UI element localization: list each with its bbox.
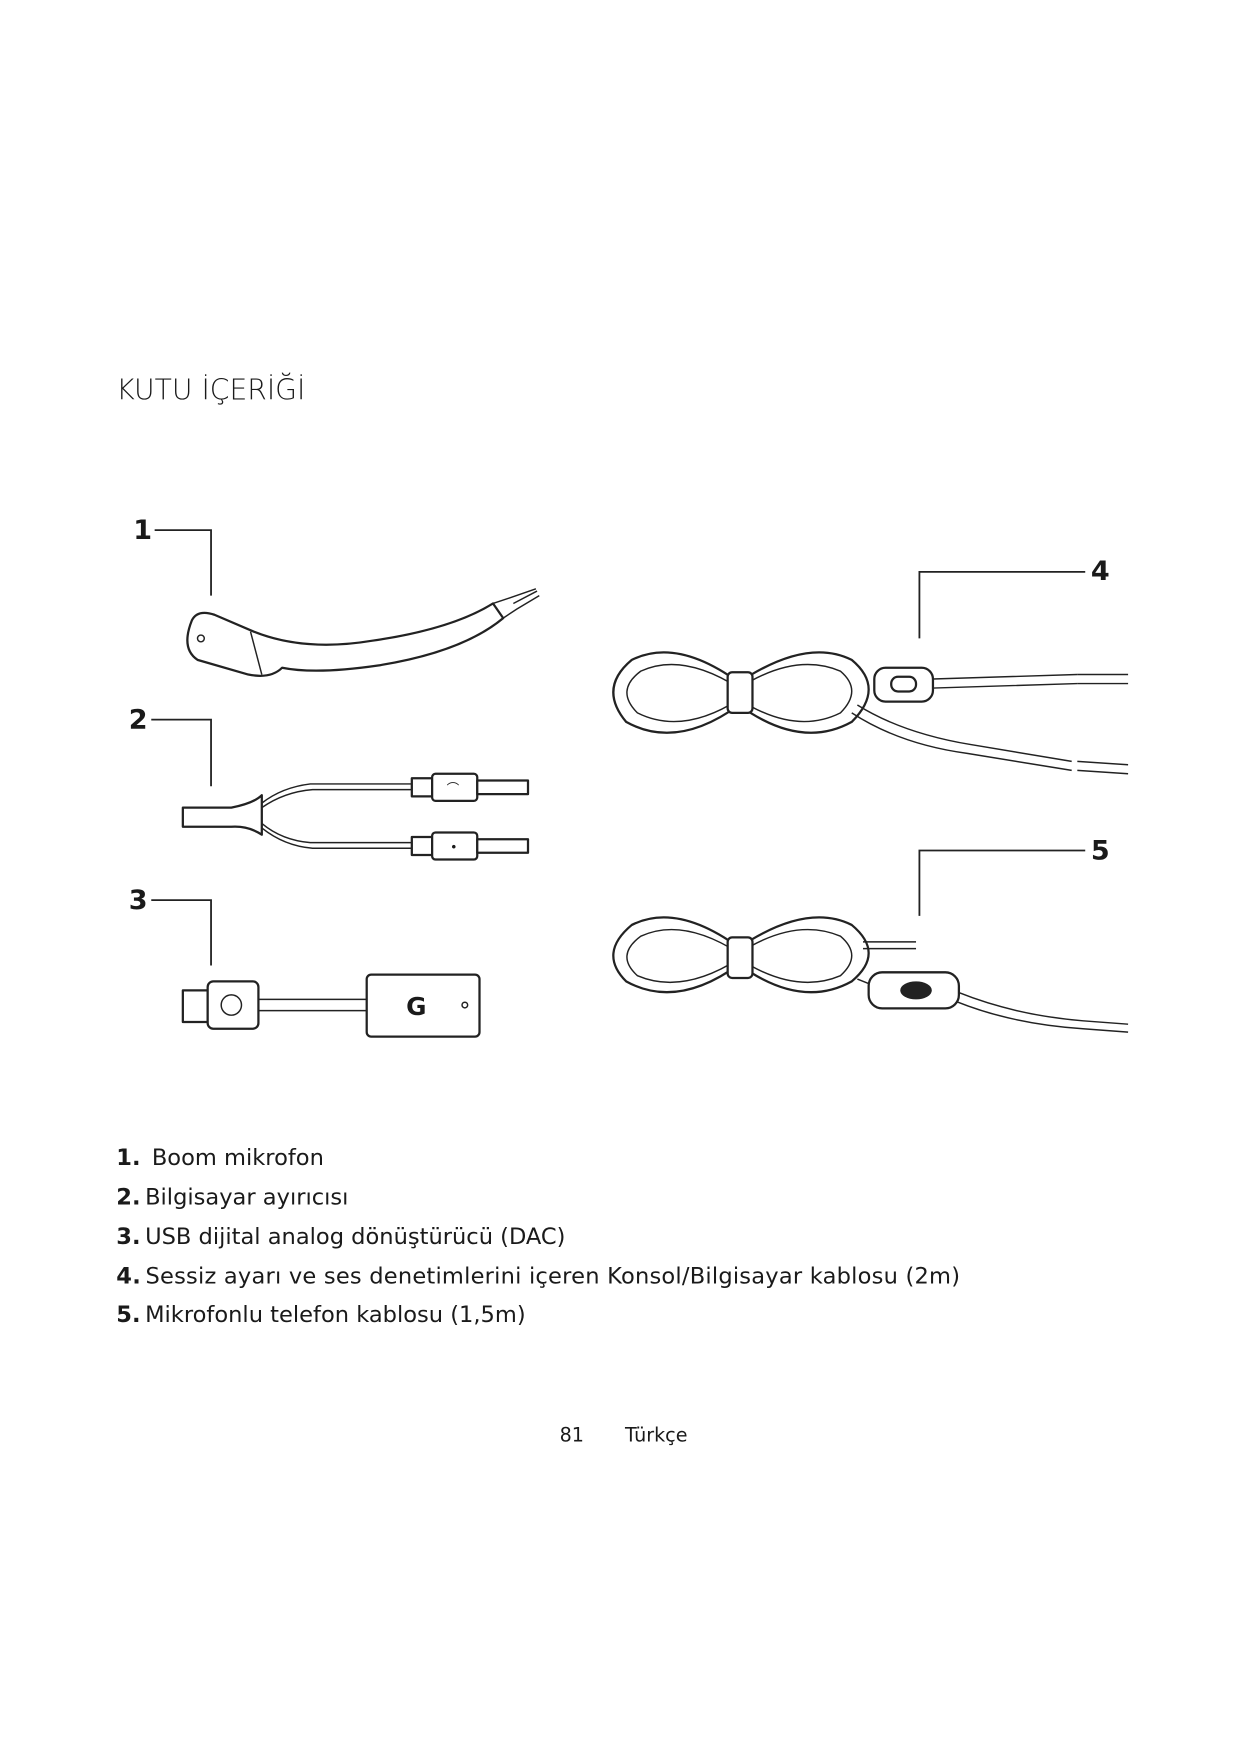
svg-text:2.Bilgisayar ayırıcısı: 2.Bilgisayar ayırıcısı <box>116 1185 348 1211</box>
svg-text:4: 4 <box>1091 556 1110 587</box>
list-item: 2.Bilgisayar ayırıcısı <box>116 1185 348 1211</box>
callout-2: 2 <box>129 705 212 787</box>
contents-list: 1.Boom mikrofon 2.Bilgisayar ayırıcısı 3… <box>116 1145 960 1328</box>
svg-text:⌒: ⌒ <box>447 781 460 796</box>
boom-microphone-illustration <box>186 588 540 677</box>
footer-language: Türkçe <box>624 1424 688 1447</box>
pc-splitter-illustration: ⌒ • <box>181 772 530 861</box>
svg-text:2: 2 <box>129 705 148 736</box>
usb-dac-illustration: G <box>181 973 481 1038</box>
callout-3: 3 <box>129 885 212 966</box>
svg-text:5.Mikrofonlu telefon kablosu (: 5.Mikrofonlu telefon kablosu (1,5m) <box>116 1302 525 1328</box>
svg-text:1: 1 <box>133 515 152 546</box>
mobile-cable-illustration <box>612 916 1129 1033</box>
console-cable-illustration <box>612 651 1129 775</box>
callout-5: 5 <box>918 836 1110 916</box>
svg-text:3: 3 <box>129 885 148 916</box>
callout-1: 1 <box>133 515 212 596</box>
svg-text:•: • <box>450 840 457 855</box>
list-item: 1.Boom mikrofon <box>116 1145 324 1171</box>
page-number: 81 <box>560 1424 584 1447</box>
section-title: KUTU İÇERİĞİ <box>116 372 305 406</box>
list-item: 5.Mikrofonlu telefon kablosu (1,5m) <box>116 1302 525 1328</box>
callout-4: 4 <box>918 556 1110 639</box>
svg-text:G: G <box>406 992 426 1021</box>
svg-text:3.USB dijital analog dönüştürü: 3.USB dijital analog dönüştürücü (DAC) <box>116 1224 565 1250</box>
svg-text:5: 5 <box>1091 836 1110 867</box>
svg-text:4.Sessiz ayarı ve ses denetiml: 4.Sessiz ayarı ve ses denetimlerini içer… <box>116 1264 960 1290</box>
list-item: 3.USB dijital analog dönüştürücü (DAC) <box>116 1224 565 1250</box>
list-item: 4.Sessiz ayarı ve ses denetimlerini içer… <box>116 1264 960 1290</box>
svg-text:1.Boom mikrofon: 1.Boom mikrofon <box>116 1145 324 1171</box>
